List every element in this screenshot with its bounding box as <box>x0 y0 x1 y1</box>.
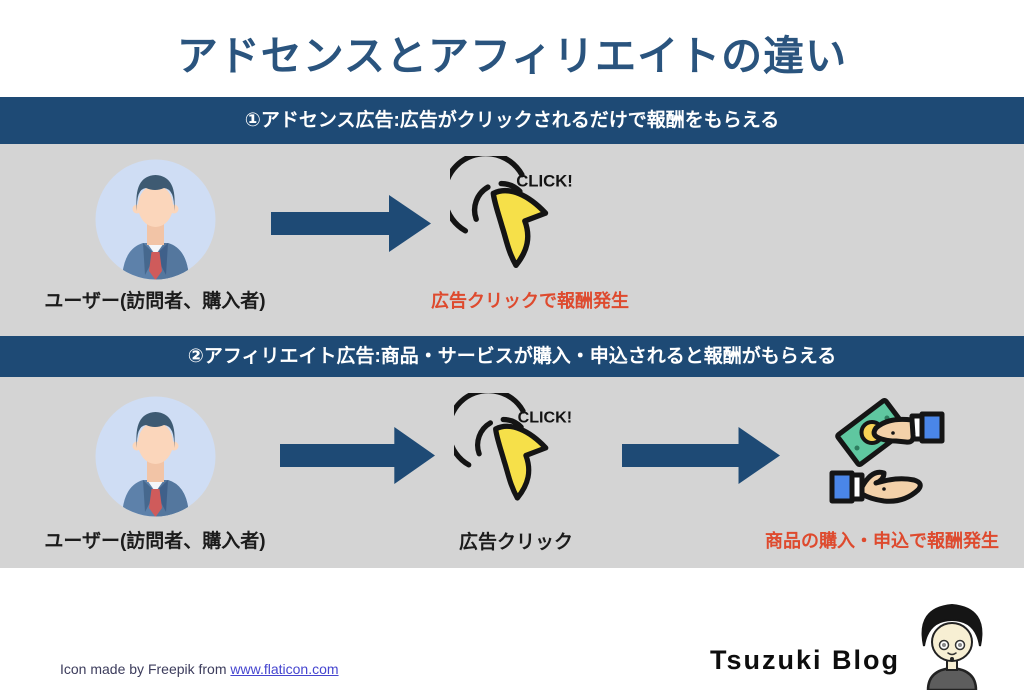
user-avatar-icon <box>95 396 216 517</box>
blog-mascot-icon <box>912 600 992 690</box>
section1-header-text: ①アドセンス広告:広告がクリックされるだけで報酬をもらえる <box>244 110 780 131</box>
blog-logo-text: Tsuzuki Blog <box>710 645 900 675</box>
section1-header-bar: ①アドセンス広告:広告がクリックされるだけで報酬をもらえる <box>0 97 1024 144</box>
section1-user-label: ユーザー(訪問者、購入者) <box>44 291 266 312</box>
section2-result-label: 商品の購入・申込で報酬発生 <box>765 531 999 551</box>
arrow-right-icon <box>622 427 780 484</box>
attribution-text: Icon made by Freepik from <box>60 661 231 677</box>
icon-attribution: Icon made by Freepik from www.flaticon.c… <box>60 661 339 677</box>
section2-header-text: ②アフィリエイト広告:商品・サービスが購入・申込されると報酬がもらえる <box>187 346 837 367</box>
section1-result-label: 広告クリックで報酬発生 <box>431 291 629 311</box>
user-avatar-icon <box>95 159 216 280</box>
page-title: アドセンスとアフィリエイトの違い <box>176 33 848 79</box>
click-icon-label: CLICK! <box>518 408 572 426</box>
click-cursor-icon: CLICK! <box>454 393 577 516</box>
flaticon-link[interactable]: www.flaticon.com <box>230 661 339 677</box>
money-handover-icon <box>826 393 946 513</box>
click-cursor-icon: CLICK! <box>450 156 578 284</box>
arrow-right-icon <box>271 195 431 252</box>
section2-click-label: 広告クリック <box>458 532 573 553</box>
section2-header-bar: ②アフィリエイト広告:商品・サービスが購入・申込されると報酬がもらえる <box>0 336 1024 377</box>
section2-user-label: ユーザー(訪問者、購入者) <box>44 531 266 552</box>
arrow-right-icon <box>280 427 435 484</box>
click-icon-label: CLICK! <box>516 172 573 191</box>
